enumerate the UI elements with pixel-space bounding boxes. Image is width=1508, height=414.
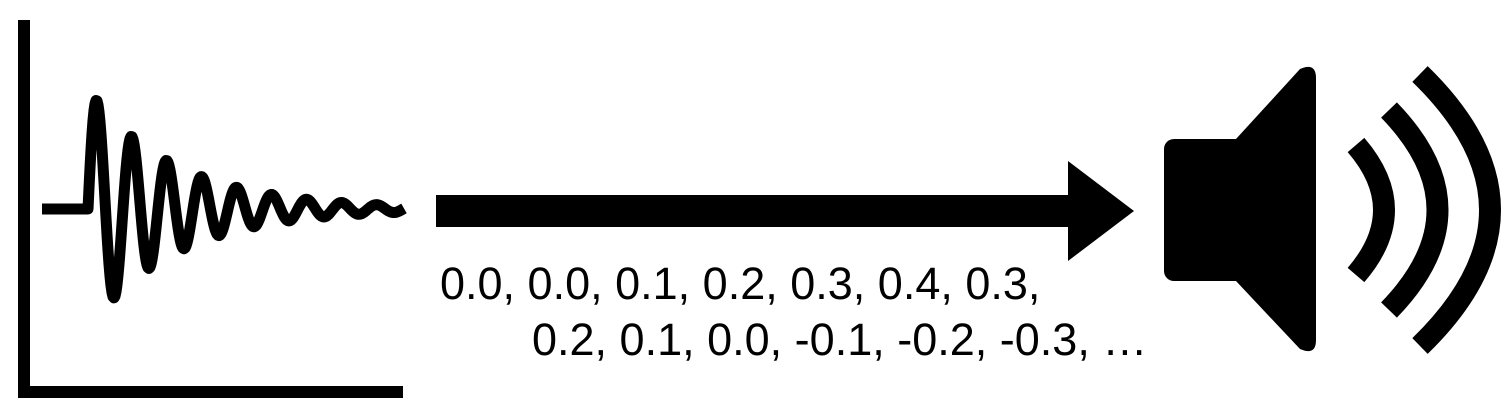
waveform-axes [18,20,403,398]
sound-wave-large [1412,66,1501,354]
sound-waves-icon [1347,66,1501,354]
speaker-body [1164,139,1248,281]
speaker-cone [1236,66,1316,352]
arrow-shaft [436,195,1076,227]
right-arrow-icon [436,161,1134,261]
sample-values-line-1: 0.0, 0.0, 0.1, 0.2, 0.3, 0.4, 0.3, [440,258,1041,309]
sound-wave-medium [1381,102,1449,318]
arrow-head [1068,161,1134,261]
speaker-icon [1164,66,1316,352]
sample-values-line-2: 0.2, 0.1, 0.0, -0.1, -0.2, -0.3, … [532,314,1148,365]
sound-wave-small [1347,137,1395,283]
damped-waveform-icon [42,95,409,304]
